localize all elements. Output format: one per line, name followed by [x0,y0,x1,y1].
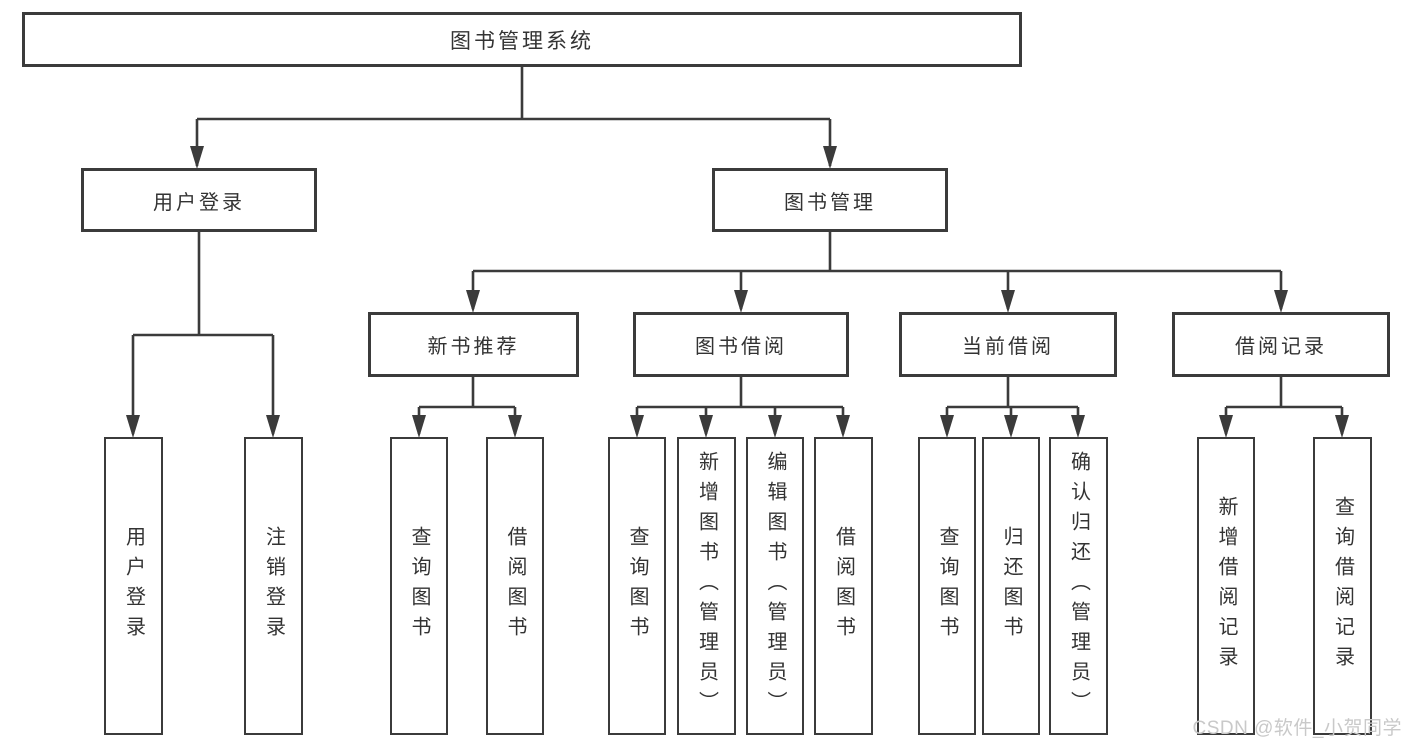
node-label: 新增图书（管理员） [695,451,718,721]
node-user-login: 用户登录 [81,168,317,232]
node-label: 新增借阅记录 [1215,496,1237,676]
node-label: 归还图书 [1000,526,1022,646]
leaf-query-books-2: 查询图书 [608,437,666,735]
connector-book-mgmt-to-level3 [471,232,1283,309]
node-new-book-recommend: 新书推荐 [368,312,579,377]
node-book-management: 图书管理 [712,168,948,232]
node-label: 用户登录 [122,526,145,646]
leaf-logout: 注销登录 [244,437,303,735]
node-label: 图书管理系统 [450,29,594,53]
node-borrow-record: 借阅记录 [1172,312,1390,377]
node-label: 查询图书 [408,526,430,646]
leaf-query-books-1: 查询图书 [390,437,448,735]
connector-root-to-level2 [195,67,832,166]
node-label: 图书借阅 [695,336,787,358]
node-label: 当前借阅 [962,336,1054,358]
node-label: 图书管理 [784,191,876,214]
node-label: 借阅记录 [1235,336,1327,358]
connector-user-login-group [131,232,275,434]
node-label: 查询借阅记录 [1331,496,1354,676]
node-current-borrow: 当前借阅 [899,312,1117,377]
arrowhead-icons [126,146,1349,438]
leaf-borrow-books-1: 借阅图书 [486,437,544,735]
node-label: 借阅图书 [832,526,855,646]
node-label: 注销登录 [262,526,285,646]
leaf-borrow-books-2: 借阅图书 [814,437,873,735]
node-label: 查询图书 [626,526,648,646]
leaf-add-borrow-record: 新增借阅记录 [1197,437,1255,735]
leaf-query-borrow-record: 查询借阅记录 [1313,437,1372,735]
connector-borrow-record-group [1224,377,1344,434]
node-label: 新书推荐 [427,336,520,358]
watermark: CSDN @软件_小贺同学 [1192,718,1402,739]
leaf-return-books: 归还图书 [982,437,1040,735]
leaf-confirm-return-admin: 确认归还（管理员） [1049,437,1108,735]
connector-new-book-group [417,377,517,434]
leaf-add-book-admin: 新增图书（管理员） [677,437,736,735]
leaf-query-books-3: 查询图书 [918,437,976,735]
node-book-borrow: 图书借阅 [633,312,849,377]
node-label: 借阅图书 [504,526,526,646]
node-label: 编辑图书（管理员） [764,451,786,721]
node-label: 查询图书 [936,526,958,646]
connector-book-borrow-group [635,377,845,434]
node-label: 确认归还（管理员） [1067,451,1090,721]
leaf-user-login: 用户登录 [104,437,163,735]
node-system-root: 图书管理系统 [22,12,1022,67]
node-label: 用户登录 [153,191,245,214]
leaf-edit-book-admin: 编辑图书（管理员） [746,437,804,735]
